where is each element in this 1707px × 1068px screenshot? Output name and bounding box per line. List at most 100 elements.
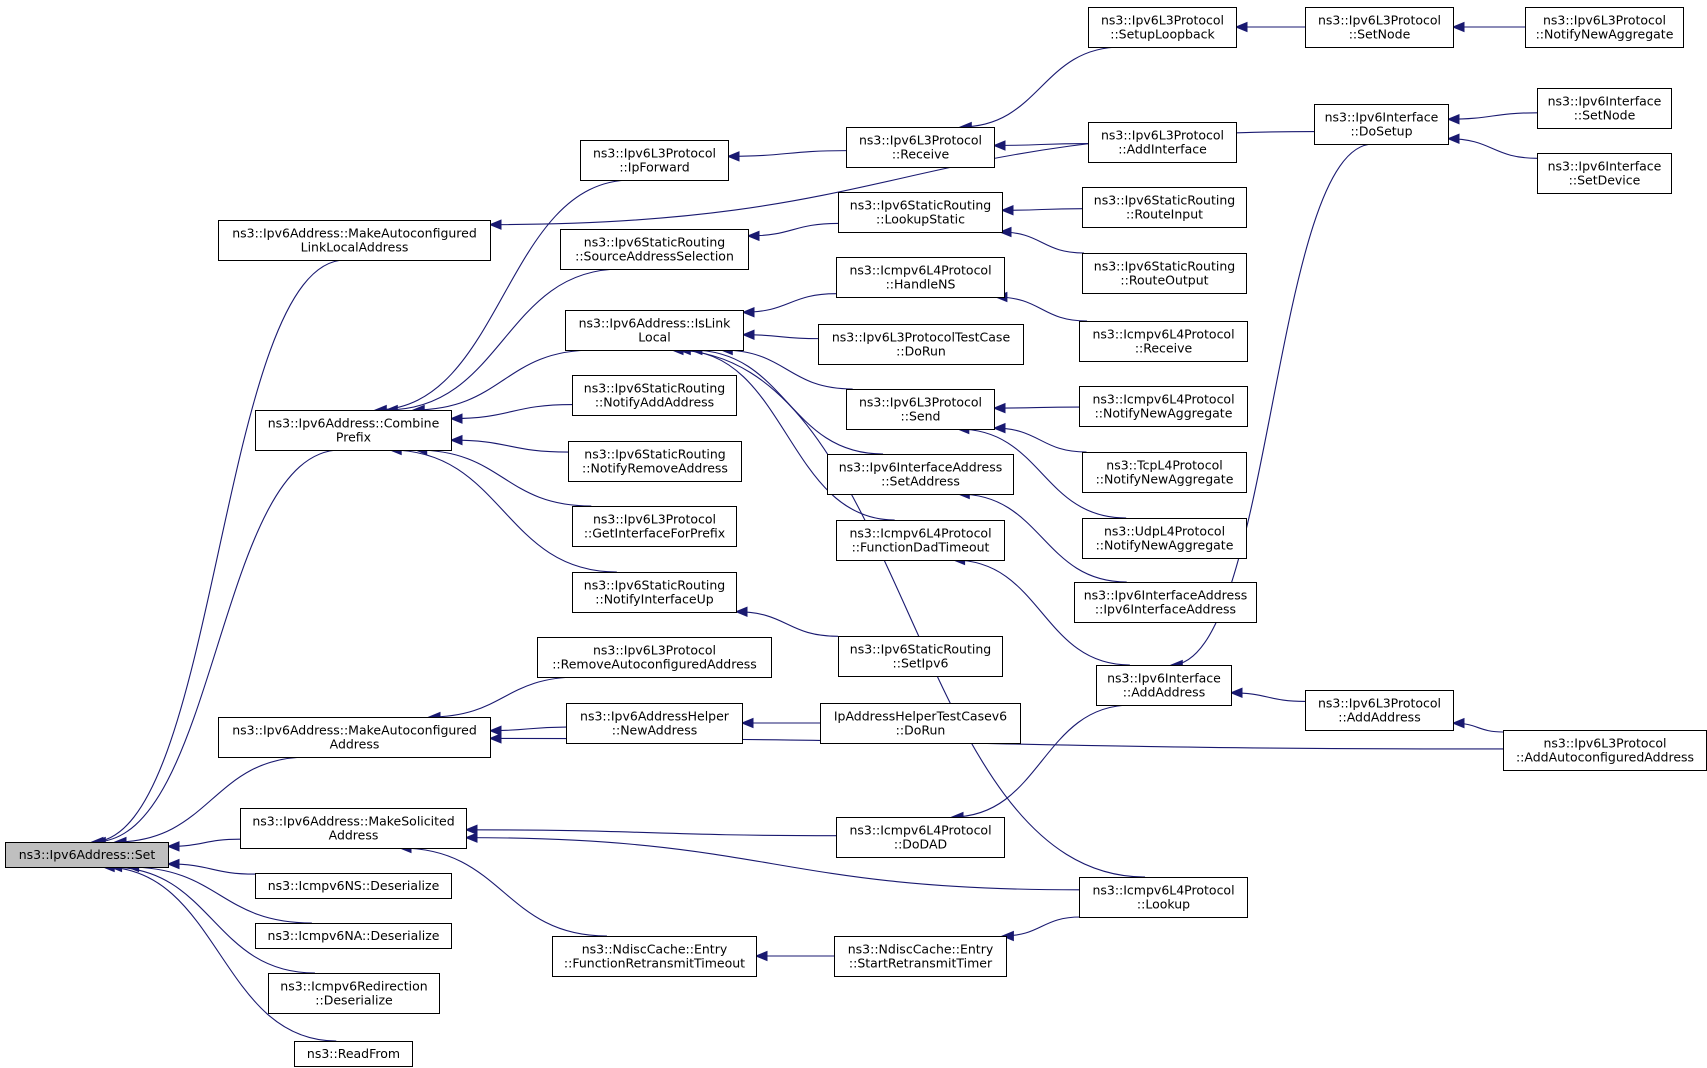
node-addiface[interactable]: ns3::Ipv6L3Protocol::AddInterface xyxy=(1088,122,1237,163)
node-removeauto[interactable]: ns3::Ipv6L3Protocol::RemoveAutoconfigure… xyxy=(537,637,772,678)
node-box xyxy=(560,229,749,270)
node-label: ::SetAddress xyxy=(881,474,960,489)
node-box xyxy=(1305,690,1454,731)
node-icns_deser[interactable]: ns3::Icmpv6NS::Deserialize xyxy=(255,873,452,899)
node-handlens[interactable]: ns3::Icmpv6L4Protocol::HandleNS xyxy=(836,257,1005,298)
node-ifsetdev[interactable]: ns3::Ipv6Interface::SetDevice xyxy=(1537,153,1672,194)
node-l3test[interactable]: ns3::Ipv6L3ProtocolTestCase::DoRun xyxy=(818,324,1024,365)
node-setnode_l3[interactable]: ns3::Ipv6L3Protocol::SetNode xyxy=(1305,7,1454,48)
node-mkauto[interactable]: ns3::Ipv6Address::MakeAutoconfiguredAddr… xyxy=(218,717,491,758)
edge-receive-to-ipforward xyxy=(726,150,847,162)
arrowhead xyxy=(726,151,740,162)
edge-l3notify-to-setnode_l3 xyxy=(1451,21,1525,33)
node-label: ns3::NdiscCache::Entry xyxy=(582,942,728,957)
node-icrecv[interactable]: ns3::Icmpv6L4Protocol::Receive xyxy=(1079,321,1248,362)
node-label: ::RouteInput xyxy=(1126,207,1203,222)
node-label: ::IpForward xyxy=(619,160,689,175)
edge-routeinput-to-lookupstatic xyxy=(1000,205,1083,216)
node-notifyadd[interactable]: ns3::Ipv6StaticRouting::NotifyAddAddress xyxy=(572,375,737,416)
node-label: ns3::Ipv6StaticRouting xyxy=(850,642,991,657)
node-newaddr[interactable]: ns3::Ipv6AddressHelper::NewAddress xyxy=(566,703,743,744)
node-box xyxy=(827,454,1014,495)
node-iphelpertest[interactable]: IpAddressHelperTestCasev6::DoRun xyxy=(820,703,1021,744)
edge-line xyxy=(386,268,621,411)
arrowhead xyxy=(998,226,1012,238)
edge-startretx-to-fnretx xyxy=(754,950,834,962)
node-icredir[interactable]: ns3::Icmpv6Redirection::Deserialize xyxy=(268,973,440,1014)
node-tcpnotify[interactable]: ns3::TcpL4Protocol::NotifyNewAggregate xyxy=(1082,452,1247,493)
node-label: ns3::Ipv6StaticRouting xyxy=(584,235,725,250)
node-routeoutput[interactable]: ns3::Ipv6StaticRouting::RouteOutput xyxy=(1082,253,1247,294)
node-icnotify[interactable]: ns3::Icmpv6L4Protocol::NotifyNewAggregat… xyxy=(1079,386,1248,427)
arrowhead xyxy=(449,413,463,424)
node-ipforward[interactable]: ns3::Ipv6L3Protocol::IpForward xyxy=(580,140,729,181)
node-label: LinkLocalAddress xyxy=(301,240,409,255)
edge-notifyadd-to-combine xyxy=(449,403,573,424)
arrowhead xyxy=(740,717,754,729)
arrowhead xyxy=(449,434,463,446)
node-box xyxy=(255,410,452,451)
node-mkll[interactable]: ns3::Ipv6Address::MakeAutoconfiguredLink… xyxy=(218,220,491,261)
node-label: ns3::Ipv6Address::MakeAutoconfigured xyxy=(232,226,477,241)
edge-line xyxy=(671,349,1146,878)
node-iclookup[interactable]: ns3::Icmpv6L4Protocol::Lookup xyxy=(1079,877,1248,918)
node-box xyxy=(1525,7,1684,48)
node-box xyxy=(1088,7,1237,48)
node-getiface[interactable]: ns3::Ipv6L3Protocol::GetInterfaceForPref… xyxy=(572,506,737,547)
node-setuploop[interactable]: ns3::Ipv6L3Protocol::SetupLoopback xyxy=(1088,7,1237,48)
node-box xyxy=(240,808,467,849)
node-label: ::Send xyxy=(901,409,941,424)
node-box xyxy=(1082,187,1247,228)
node-l3addaddr[interactable]: ns3::Ipv6L3Protocol::AddAddress xyxy=(1305,690,1454,731)
node-label: Address xyxy=(330,737,380,752)
node-label: ns3::Ipv6StaticRouting xyxy=(584,381,725,396)
node-ifaddrset[interactable]: ns3::Ipv6InterfaceAddress::SetAddress xyxy=(827,454,1014,495)
node-readfrom[interactable]: ns3::ReadFrom xyxy=(294,1041,413,1067)
node-box xyxy=(218,220,491,261)
node-dodad[interactable]: ns3::Icmpv6L4Protocol::DoDAD xyxy=(836,817,1005,858)
node-icna_deser[interactable]: ns3::Icmpv6NA::Deserialize xyxy=(255,923,452,949)
node-label: ::HandleNS xyxy=(886,277,956,292)
node-srcaddrsel[interactable]: ns3::Ipv6StaticRouting::SourceAddressSel… xyxy=(560,229,749,270)
node-ifsetnode[interactable]: ns3::Ipv6Interface::SetNode xyxy=(1537,88,1672,129)
node-set[interactable]: ns3::Ipv6Address::Set xyxy=(5,842,169,868)
node-label: ns3::Ipv6L3Protocol xyxy=(1543,13,1666,28)
node-addautocfg[interactable]: ns3::Ipv6L3Protocol::AddAutoconfiguredAd… xyxy=(1503,730,1707,771)
arrowhead xyxy=(741,307,755,318)
node-fndad[interactable]: ns3::Icmpv6L4Protocol::FunctionDadTimeou… xyxy=(836,520,1005,561)
node-box xyxy=(834,936,1007,977)
node-send[interactable]: ns3::Ipv6L3Protocol::Send xyxy=(846,389,995,430)
node-setipv6[interactable]: ns3::Ipv6StaticRouting::SetIpv6 xyxy=(838,636,1003,677)
node-label: ::FunctionDadTimeout xyxy=(852,540,990,555)
node-label: ::AddInterface xyxy=(1118,142,1207,157)
node-notifyup[interactable]: ns3::Ipv6StaticRouting::NotifyInterfaceU… xyxy=(572,572,737,613)
node-lookupstatic[interactable]: ns3::Ipv6StaticRouting::LookupStatic xyxy=(838,192,1003,233)
edge-notifyrem-to-combine xyxy=(449,434,569,453)
node-box xyxy=(572,572,737,613)
node-label: Address xyxy=(329,828,379,843)
node-routeinput[interactable]: ns3::Ipv6StaticRouting::RouteInput xyxy=(1082,187,1247,228)
node-fnretx[interactable]: ns3::NdiscCache::Entry::FunctionRetransm… xyxy=(552,936,757,977)
node-label: ns3::TcpL4Protocol xyxy=(1106,458,1222,473)
node-label: ns3::Ipv6L3ProtocolTestCase xyxy=(832,330,1011,345)
node-box xyxy=(1082,518,1247,559)
node-label: ns3::Icmpv6NS::Deserialize xyxy=(268,878,440,893)
node-label: ::Receive xyxy=(892,147,950,162)
node-l3notify[interactable]: ns3::Ipv6L3Protocol::NotifyNewAggregate xyxy=(1525,7,1684,48)
node-notifyrem[interactable]: ns3::Ipv6StaticRouting::NotifyRemoveAddr… xyxy=(568,441,742,482)
node-dosetup[interactable]: ns3::Ipv6Interface::DoSetup xyxy=(1314,104,1449,145)
edge-line xyxy=(415,449,592,507)
node-ifaddrctor[interactable]: ns3::Ipv6InterfaceAddress::Ipv6Interface… xyxy=(1074,582,1257,623)
edge-setnode_l3-to-setuploop xyxy=(1234,21,1305,33)
node-receive[interactable]: ns3::Ipv6L3Protocol::Receive xyxy=(846,127,995,168)
node-udpnotify[interactable]: ns3::UdpL4Protocol::NotifyNewAggregate xyxy=(1082,518,1247,559)
edge-ifsetnode-to-dosetup xyxy=(1446,112,1538,125)
edge-line xyxy=(1001,208,1083,211)
node-box xyxy=(255,873,452,899)
edge-line xyxy=(952,704,1132,818)
node-ifaceadd[interactable]: ns3::Ipv6Interface::AddAddress xyxy=(1096,665,1232,706)
node-startretx[interactable]: ns3::NdiscCache::Entry::StartRetransmitT… xyxy=(834,936,1007,977)
